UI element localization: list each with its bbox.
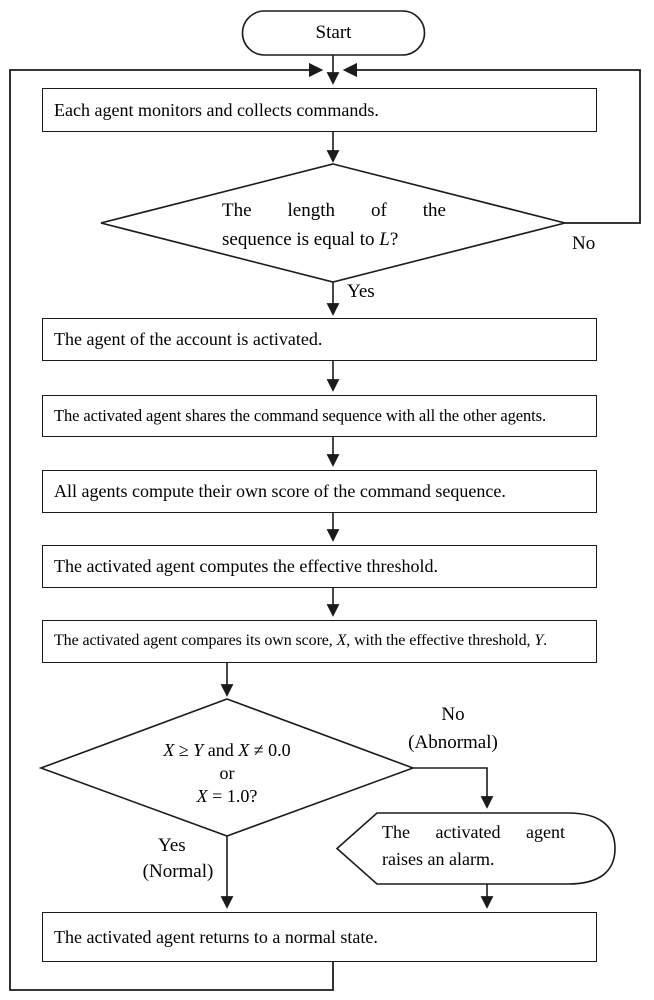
process-compute-score-text: All agents compute their own score of th… <box>54 481 506 502</box>
start-node-label: Start <box>315 22 352 43</box>
process-shares: The activated agent shares the command s… <box>42 395 597 437</box>
length-check-line1: The length of the <box>222 200 446 221</box>
start-node-shape <box>241 10 426 56</box>
score-check-line1: X ≥ Y and X ≠ 0.0 <box>163 740 291 760</box>
process-normal-state-text: The activated agent returns to a normal … <box>54 926 378 947</box>
process-activated: The agent of the account is activated. <box>42 318 597 361</box>
edge-label-score-yes: Yes <box>158 835 186 856</box>
length-check-label: The length of the sequence is equal to L… <box>222 196 446 254</box>
process-shares-text: The activated agent shares the command s… <box>54 405 546 425</box>
length-check-line2: sequence is equal to L? <box>222 229 399 250</box>
length-check-diamond <box>100 163 566 283</box>
process-compute-threshold: The activated agent computes the effecti… <box>42 545 597 588</box>
process-compute-threshold-text: The activated agent computes the effecti… <box>54 556 439 577</box>
process-monitor-text: Each agent monitors and collects command… <box>54 99 379 120</box>
alarm-line2: raises an alarm. <box>382 849 495 869</box>
edge-label-score-no: No <box>441 704 465 725</box>
edge-label-score-no-sub: (Abnormal) <box>408 732 498 753</box>
score-check-line2: or <box>219 763 235 783</box>
edge-label-score-yes-sub: (Normal) <box>142 861 214 882</box>
process-compute-score: All agents compute their own score of th… <box>42 470 597 513</box>
edge-loop-bottom-to-top <box>9 62 334 991</box>
process-compare: The activated agent compares its own sco… <box>42 620 597 663</box>
edge-label-length-yes: Yes <box>347 281 375 302</box>
score-check-diamond <box>38 698 416 837</box>
score-check-line3: X = 1.0? <box>196 786 258 806</box>
process-activated-text: The agent of the account is activated. <box>54 329 323 350</box>
process-normal-state: The activated agent returns to a normal … <box>42 912 597 962</box>
edge-length-no-loop <box>342 62 641 224</box>
edge-score-no-to-alarm <box>413 767 494 809</box>
alarm-display-shape <box>335 812 616 885</box>
process-monitor: Each agent monitors and collects command… <box>42 88 597 132</box>
alarm-node-label: The activated agent raises an alarm. <box>382 819 565 873</box>
alarm-line1: The activated agent <box>382 822 565 842</box>
edge-label-length-no: No <box>572 233 596 254</box>
process-compare-text: The activated agent compares its own sco… <box>54 632 548 650</box>
score-check-label: X ≥ Y and X ≠ 0.0 or X = 1.0? <box>147 739 307 808</box>
